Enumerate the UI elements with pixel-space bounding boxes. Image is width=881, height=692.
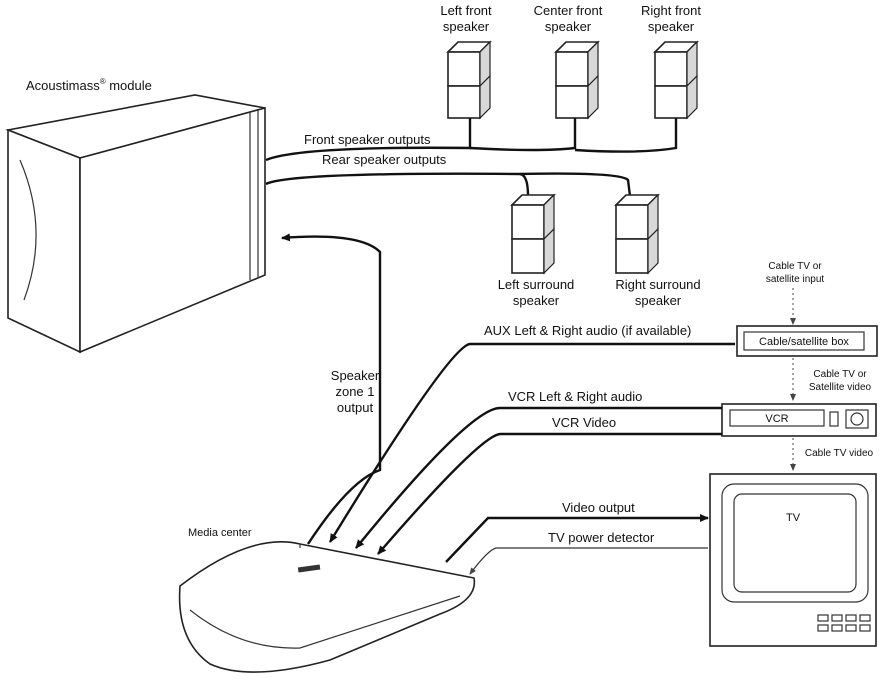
front-outputs-label: Front speaker outputs [304, 132, 431, 147]
center-front-speaker [554, 40, 600, 120]
vcr-audio-cable [355, 406, 722, 549]
aux-audio-cable [328, 342, 735, 543]
cable-tv-video-label: Cable TV video [805, 448, 874, 459]
cable-satellite-box [736, 325, 878, 357]
vcr-label: VCR [765, 413, 788, 425]
tv-label: TV [786, 512, 801, 524]
front-speaker-wires [265, 118, 678, 162]
vcr-video-cable [377, 432, 722, 555]
right-front-speaker [653, 40, 699, 120]
video-output-cable [445, 514, 709, 563]
vcr-audio-label: VCR Left & Right audio [508, 389, 642, 404]
tv-set [709, 473, 877, 647]
left-surround-speaker [510, 193, 556, 275]
rear-speaker-wires [265, 172, 632, 197]
aux-audio-label: AUX Left & Right audio (if available) [484, 323, 691, 338]
video-output-label: Video output [562, 500, 635, 515]
acoustimass-label: Acoustimass® module [26, 77, 152, 93]
vcr-device [721, 403, 877, 437]
vcr-video-label: VCR Video [552, 415, 616, 430]
tv-power-detector-cable [469, 547, 708, 575]
tv-power-label: TV power detector [548, 530, 655, 545]
left-front-speaker [446, 40, 492, 120]
speaker-zone-cable [281, 233, 382, 545]
right-surround-speaker [614, 193, 660, 275]
acoustimass-module [5, 94, 266, 354]
media-center-label: Media center [188, 527, 252, 539]
rear-outputs-label: Rear speaker outputs [322, 152, 447, 167]
media-center [178, 541, 476, 673]
cable-box-label: Cable/satellite box [759, 336, 849, 348]
